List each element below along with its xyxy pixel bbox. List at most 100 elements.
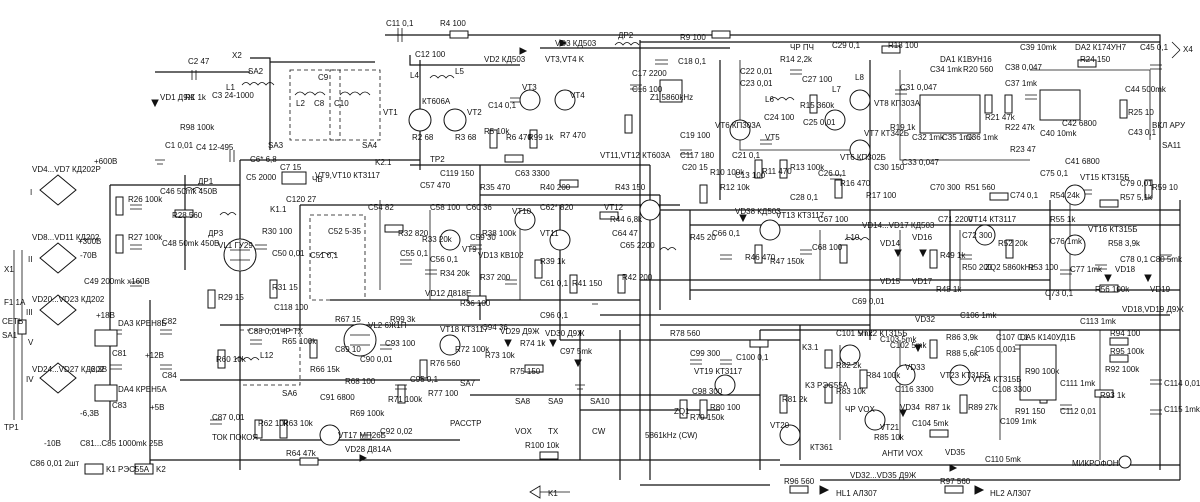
label-c27: C27 100 — [802, 75, 833, 84]
label-r96: R96 560 — [784, 477, 815, 486]
label-c98: C98 300 — [692, 387, 723, 396]
label-l2: L2 — [296, 99, 305, 108]
label-c26: C26 0,1 — [818, 169, 847, 178]
label-vt16: VT16 КТ315Б — [1088, 225, 1138, 234]
label-c83: C83 — [112, 401, 127, 410]
label-r49: R49 1k — [940, 251, 966, 260]
label-r20: R20 560 — [963, 65, 994, 74]
label-c12: C12 100 — [415, 50, 446, 59]
label-r46: R46 470 — [745, 253, 776, 262]
label-r44: R44 6,8k — [610, 215, 643, 224]
label-r58: R58 3,9k — [1108, 239, 1141, 248]
label-r35: R35 470 — [480, 183, 511, 192]
label-c120: C120 27 — [286, 195, 317, 204]
label-c4: C4 12-495 — [196, 143, 234, 152]
label-c20: C20 15 — [682, 163, 708, 172]
label-c106: C106 1mk — [960, 311, 997, 320]
label-r64: R64 47k — [286, 449, 317, 458]
label-vt23: VT23 КТ315Б — [940, 371, 990, 380]
label-l12: L12 — [260, 351, 274, 360]
label-roman5: V — [28, 338, 34, 347]
label-c93: C93 100 — [385, 339, 416, 348]
label-c6: C6* 6,8 — [250, 155, 277, 164]
label-vd30: VD30 Д9Ж — [545, 329, 585, 338]
label-dr3: ДР3 — [208, 229, 224, 238]
label-vt4: VT4 — [570, 91, 585, 100]
label-r21: R21 47k — [985, 113, 1016, 122]
label-vt1: VT1 — [383, 108, 398, 117]
label-c10: C10 — [334, 99, 349, 108]
label-mic: МИКРОФОН — [1072, 459, 1119, 468]
label-c48: C48 50mk 450В — [162, 239, 219, 248]
label-vd13: VD13 КВ102 — [478, 251, 524, 260]
label-c41: C41 6800 — [1065, 157, 1100, 166]
label-c17: C17 2200 — [632, 69, 667, 78]
label-vt5: VT5 — [765, 133, 780, 142]
label-c104: C104 5mk — [912, 419, 949, 428]
label-da4: DA4 КРЕН5А — [118, 385, 167, 394]
label-c1: C1 0,01 — [165, 141, 194, 150]
label-c28: C28 0,1 — [790, 193, 819, 202]
label-sa1: SA1 — [2, 331, 18, 340]
label-r81: R81 2k — [782, 395, 808, 404]
label-vd14: VD14 — [880, 239, 901, 248]
label-r95: R95 100k — [1110, 347, 1145, 356]
label-vt12: VT12 — [604, 203, 624, 212]
label-vt9vt10: VT9,VT10 КТ3117 — [315, 171, 381, 180]
label-c14: C14 0,1 — [488, 101, 517, 110]
label-r57: R57 5,1k — [1120, 193, 1153, 202]
label-c54: C54 82 — [368, 203, 394, 212]
label-r89: R89 27k — [968, 403, 999, 412]
label-r66: R66 15k — [310, 365, 341, 374]
label-r84: R84 100k — [866, 371, 901, 380]
label-r12: R12 10k — [720, 183, 751, 192]
label-c85: C81...C85 1000mk 25В — [80, 439, 163, 448]
label-rasstr: РАССТР — [450, 419, 481, 428]
label-vd35: VD35 — [945, 448, 966, 457]
label-r92: R92 100k — [1105, 365, 1140, 374]
label-l8: L8 — [855, 73, 864, 82]
label-r51: R51 560 — [965, 183, 996, 192]
label-c7: C7 15 — [280, 163, 302, 172]
label-r83: R83 10k — [836, 387, 867, 396]
label-k3: K3 РЭС55А — [805, 381, 849, 390]
label-c102: C102 5mk — [890, 341, 927, 350]
label-r68: R68 100 — [345, 377, 376, 386]
label-dr2: ДР2 — [618, 31, 634, 40]
label-vt19: VT19 КТ3117 — [694, 367, 743, 376]
label-r4: R4 100 — [440, 19, 466, 28]
label-c108: C108 3300 — [992, 385, 1032, 394]
label-sa8: SA8 — [515, 397, 531, 406]
label-sa4: SA4 — [362, 141, 378, 150]
label-vt11vt12: VT11,VT12 КТ603А — [600, 151, 671, 160]
label-z1: Z1 5860kHz — [650, 93, 693, 102]
label-roman4: IV — [26, 375, 34, 384]
label-m63b: -6,3В — [80, 409, 99, 418]
label-vt6: VT6 КП303А — [715, 121, 762, 130]
label-vd12: VD12 Д818Е — [425, 289, 471, 298]
label-c40: C40 10mk — [1040, 129, 1077, 138]
label-r73: R73 10k — [485, 351, 516, 360]
label-r62: R62 10k — [258, 419, 289, 428]
label-c105: C105 0,001 — [975, 345, 1017, 354]
label-vox: VOX — [515, 427, 533, 436]
label-c117: C117 180 — [680, 151, 715, 160]
label-vd34: VD34 — [900, 403, 921, 412]
label-r29: R29 15 — [218, 293, 244, 302]
label-c114: C114 0,01 — [1164, 379, 1200, 388]
label-r36: R36 100 — [460, 299, 491, 308]
label-r87: R87 1k — [925, 403, 951, 412]
label-c109: C109 1mk — [1000, 417, 1037, 426]
label-c71: C71 2200 — [938, 215, 973, 224]
label-c36: C36 1mk — [966, 133, 999, 142]
label-sa7: SA7 — [460, 379, 476, 388]
label-cw: CW — [592, 427, 606, 436]
label-r28: R28 560 — [172, 211, 203, 220]
label-m63: -6,3В — [88, 365, 107, 374]
label-c86: C86 0,01 2шт — [30, 459, 80, 468]
label-c31: C31 0,047 — [900, 83, 937, 92]
label-l6: L6 — [765, 95, 774, 104]
label-vd18vd19: VD18,VD19 Д9Ж — [1122, 305, 1184, 314]
label-da2: DA2 К174УН7 — [1075, 43, 1127, 52]
label-r33: R33 20k — [422, 235, 453, 244]
